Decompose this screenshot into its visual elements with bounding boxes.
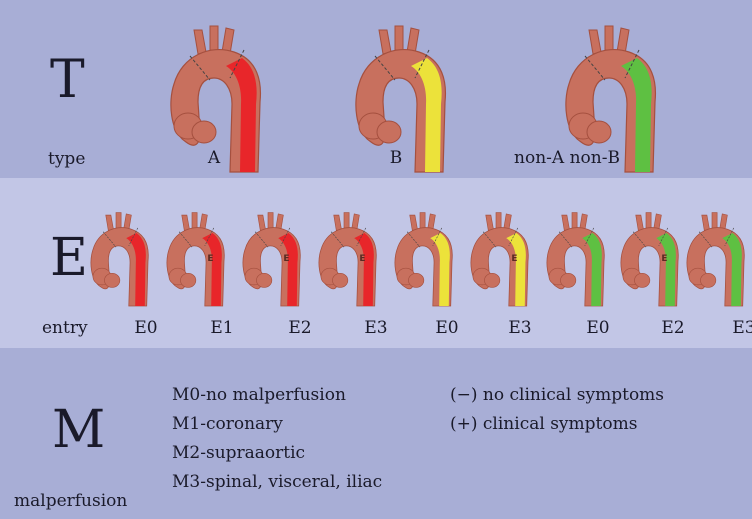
entry-marker: E [511, 254, 517, 264]
branch-vessel [395, 26, 403, 50]
branch-vessel [486, 215, 494, 230]
figure-label: E2 [288, 318, 311, 338]
branch-vessel [379, 30, 391, 54]
type-letter: T [50, 54, 85, 106]
figure-label: non-A non-B [514, 148, 620, 168]
aorta-illustration-small: E [312, 210, 382, 306]
symptom-label: (+) clinical symptoms [450, 414, 637, 434]
branch-vessel [268, 213, 273, 228]
branch-vessel [182, 215, 190, 230]
branch-vessel [334, 215, 342, 230]
aortic-root [484, 273, 499, 287]
branch-vessel [712, 213, 717, 228]
branch-vessel [192, 213, 197, 228]
figure-label: E0 [435, 318, 458, 338]
malperfusion-class: M2-supraaortic [172, 443, 305, 463]
symptom-label: (−) no clinical symptoms [450, 385, 664, 405]
branch-vessel [646, 213, 651, 228]
malperfusion-class: M1-coronary [172, 414, 283, 434]
aorta-illustration-small: E [464, 210, 534, 306]
branch-vessel [636, 215, 644, 230]
entry-marker: E [661, 254, 667, 264]
figure-label: E3 [732, 318, 752, 338]
figure-label: E0 [134, 318, 157, 338]
figure-label: E2 [661, 318, 684, 338]
aorta-illustration-small: E [160, 210, 230, 306]
branch-vessel [702, 215, 710, 230]
aorta-illustration-small [388, 210, 458, 306]
aortic-root [587, 121, 611, 143]
branch-vessel [106, 215, 114, 230]
branch-vessel [589, 30, 601, 54]
entry-caption: entry [42, 318, 88, 338]
figure-label: E1 [210, 318, 233, 338]
entry-letter: E [50, 232, 88, 284]
aortic-root [560, 273, 575, 287]
entry-marker: E [207, 254, 213, 264]
aorta-illustration-small [680, 210, 750, 306]
branch-vessel [210, 26, 218, 50]
aortic-root [256, 273, 271, 287]
branch-vessel [258, 215, 266, 230]
figure-label: B [390, 148, 403, 168]
aorta-illustration-small: E [614, 210, 684, 306]
figure-label: E0 [586, 318, 609, 338]
branch-vessel [572, 213, 577, 228]
entry-marker: E [359, 254, 365, 264]
aortic-root [192, 121, 216, 143]
branch-vessel [605, 26, 613, 50]
branch-vessel [562, 215, 570, 230]
branch-vessel [194, 30, 206, 54]
aortic-root [700, 273, 715, 287]
aortic-root [377, 121, 401, 143]
malperfusion-class: M3-spinal, visceral, iliac [172, 472, 382, 492]
figure-label: E3 [508, 318, 531, 338]
aortic-root [104, 273, 119, 287]
malperfusion-class: M0-no malperfusion [172, 385, 346, 405]
aorta-illustration-small: E [236, 210, 306, 306]
branch-vessel [496, 213, 501, 228]
aortic-root [332, 273, 347, 287]
branch-vessel [410, 215, 418, 230]
type-caption: type [48, 149, 85, 169]
branch-vessel [344, 213, 349, 228]
entry-marker: E [283, 254, 289, 264]
figure-label: A [208, 148, 220, 168]
malperfusion-letter: M [52, 404, 105, 456]
aorta-illustration-small [540, 210, 610, 306]
branch-vessel [420, 213, 425, 228]
figure-label: E3 [364, 318, 387, 338]
aorta-illustration-small [84, 210, 154, 306]
malperfusion-caption: malperfusion [14, 491, 127, 511]
aortic-root [634, 273, 649, 287]
aortic-root [408, 273, 423, 287]
branch-vessel [116, 213, 121, 228]
aortic-root [180, 273, 195, 287]
